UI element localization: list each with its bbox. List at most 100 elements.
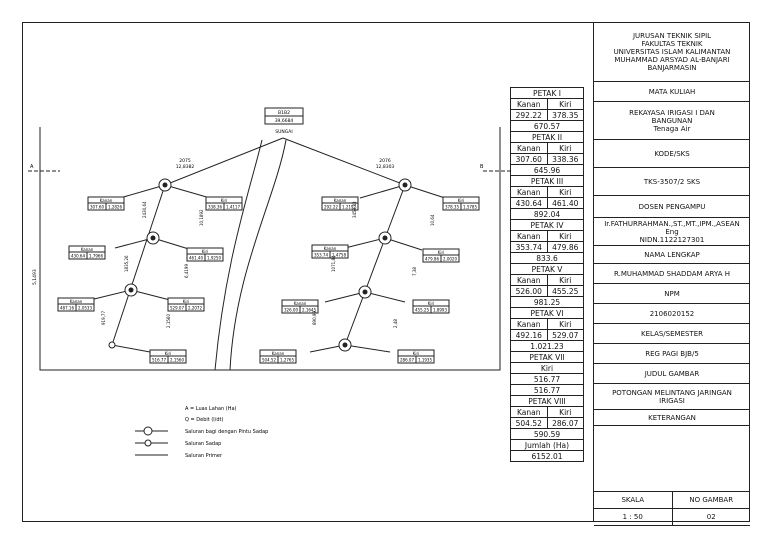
- dosen: Ir.FATHURRAHMAN.,ST.,MT.,IPM.,ASEAN Eng …: [594, 218, 750, 246]
- node-debit: 2,1560: [170, 358, 184, 363]
- node-name: Kiri: [413, 351, 420, 356]
- channel-label: 1071,84: [331, 255, 336, 272]
- node-debit: 1,2765: [280, 358, 294, 363]
- lateral-r2: [404, 184, 446, 199]
- jumlah-value: 6152.01: [510, 450, 584, 462]
- node-debit: 2,2072: [188, 306, 202, 311]
- branch-right-code: 2076: [379, 158, 391, 164]
- node-name: Kanan: [334, 198, 347, 203]
- channel-label: 919,77: [101, 311, 106, 325]
- node-area: 378.35: [445, 205, 459, 210]
- source-code: B1B2: [278, 110, 290, 116]
- primary-length-label: 5,1493: [32, 269, 38, 285]
- river-bank-left: [214, 139, 263, 371]
- section-a-label: A: [30, 164, 34, 170]
- kelas: REG PAGI BJB/5: [594, 344, 750, 364]
- node-box: Kiri 378.35 1,5785: [442, 196, 480, 211]
- title-block: JURUSAN TEKNIK SIPIL FAKULTAS TEKNIK UNI…: [593, 22, 750, 526]
- node-name: Kanan: [324, 246, 337, 251]
- channel-label: 10,64: [430, 214, 435, 226]
- node-area: 326.00: [284, 308, 298, 313]
- branch-left-code: 2075: [179, 158, 191, 164]
- legend-item: Q = Debit (l/dt): [185, 417, 224, 423]
- node-area: 455.25: [415, 308, 429, 313]
- petak-header: PETAK V: [510, 263, 584, 275]
- node-debit: 1,5785: [463, 205, 477, 210]
- lateral-r5: [324, 291, 366, 303]
- npm-label: NPM: [594, 284, 750, 304]
- lateral-l6: [130, 289, 171, 301]
- node-debit: 1,7966: [89, 254, 103, 259]
- node-name: Kiri: [438, 250, 445, 255]
- legend-item: Saluran bagi dengan Pintu Sadap: [185, 429, 268, 435]
- left-main-canal: [111, 137, 284, 346]
- channel-label: 3458,43: [352, 201, 357, 218]
- petak-header: PETAK IV: [510, 219, 584, 231]
- node-debit: 2,1645: [302, 308, 316, 313]
- petak-header: PETAK VI: [510, 307, 584, 319]
- nama: R.MUHAMMAD SHADDAM ARYA H: [594, 264, 750, 284]
- node-area: 529.07: [170, 306, 184, 311]
- channel-label: 1835,26: [124, 255, 129, 272]
- npm: 2106020152: [594, 304, 750, 324]
- channel-label: 890,99: [312, 311, 317, 325]
- node-debit: 2,0020: [443, 257, 457, 262]
- node-name: Kanan: [81, 247, 94, 252]
- channel-label: 2430,64: [142, 201, 147, 218]
- lateral-l7: [111, 344, 151, 353]
- node-name: Kiri: [165, 351, 172, 356]
- channel-label: 7,38: [412, 267, 417, 276]
- node-box: Kanan 430.64 1,7966: [68, 245, 106, 260]
- river-label: SUNGAI: [275, 129, 292, 135]
- node-name: Kiri: [202, 249, 209, 254]
- source-value: 39,6684: [275, 118, 294, 124]
- node-area: 292.22: [324, 205, 338, 210]
- node-area: 516.77: [152, 358, 166, 363]
- dosen-label: DOSEN PENGAMPU: [594, 196, 750, 218]
- node-area: 479.86: [425, 257, 439, 262]
- legend-item: Saluran Primer: [185, 453, 223, 459]
- river-bank-right: [229, 139, 287, 371]
- lateral-r3: [344, 237, 386, 249]
- petak-header: PETAK VIII: [510, 395, 584, 407]
- branch-left-value: 12,8382: [176, 164, 195, 170]
- node-area: 353.74: [314, 253, 328, 258]
- petak-header: PETAK III: [510, 175, 584, 187]
- skala-label: SKALA: [594, 492, 673, 508]
- node-debit: 1,8993: [433, 308, 447, 313]
- petak-header: PETAK II: [510, 131, 584, 143]
- section-b-label: B: [480, 164, 484, 170]
- node-name: Kiri: [221, 198, 228, 203]
- channel-label: 10,1892: [199, 209, 204, 226]
- node-debit: 2,0533: [78, 306, 92, 311]
- petak-header: PETAK I: [510, 87, 584, 99]
- lateral-l5: [89, 289, 132, 301]
- node-name: Kanan: [272, 351, 285, 356]
- node-name: Kiri: [458, 198, 465, 203]
- institution: JURUSAN TEKNIK SIPIL FAKULTAS TEKNIK UNI…: [594, 22, 750, 82]
- nama-label: NAMA LENGKAP: [594, 246, 750, 264]
- node-box: Kiri 479.86 2,0020: [422, 248, 460, 263]
- node-area: 461.40: [189, 256, 203, 261]
- legend-sadap-icon: [144, 439, 152, 447]
- keterangan-label: KETERANGAN: [594, 410, 750, 426]
- node-area: 307.60: [90, 205, 104, 210]
- node-area: 286.07: [400, 358, 414, 363]
- lateral-r8: [344, 344, 391, 353]
- legend-item: A = Luas Lahan (Ha): [185, 406, 237, 412]
- node-area: 504.52: [262, 358, 276, 363]
- node-area: 430.64: [71, 254, 85, 259]
